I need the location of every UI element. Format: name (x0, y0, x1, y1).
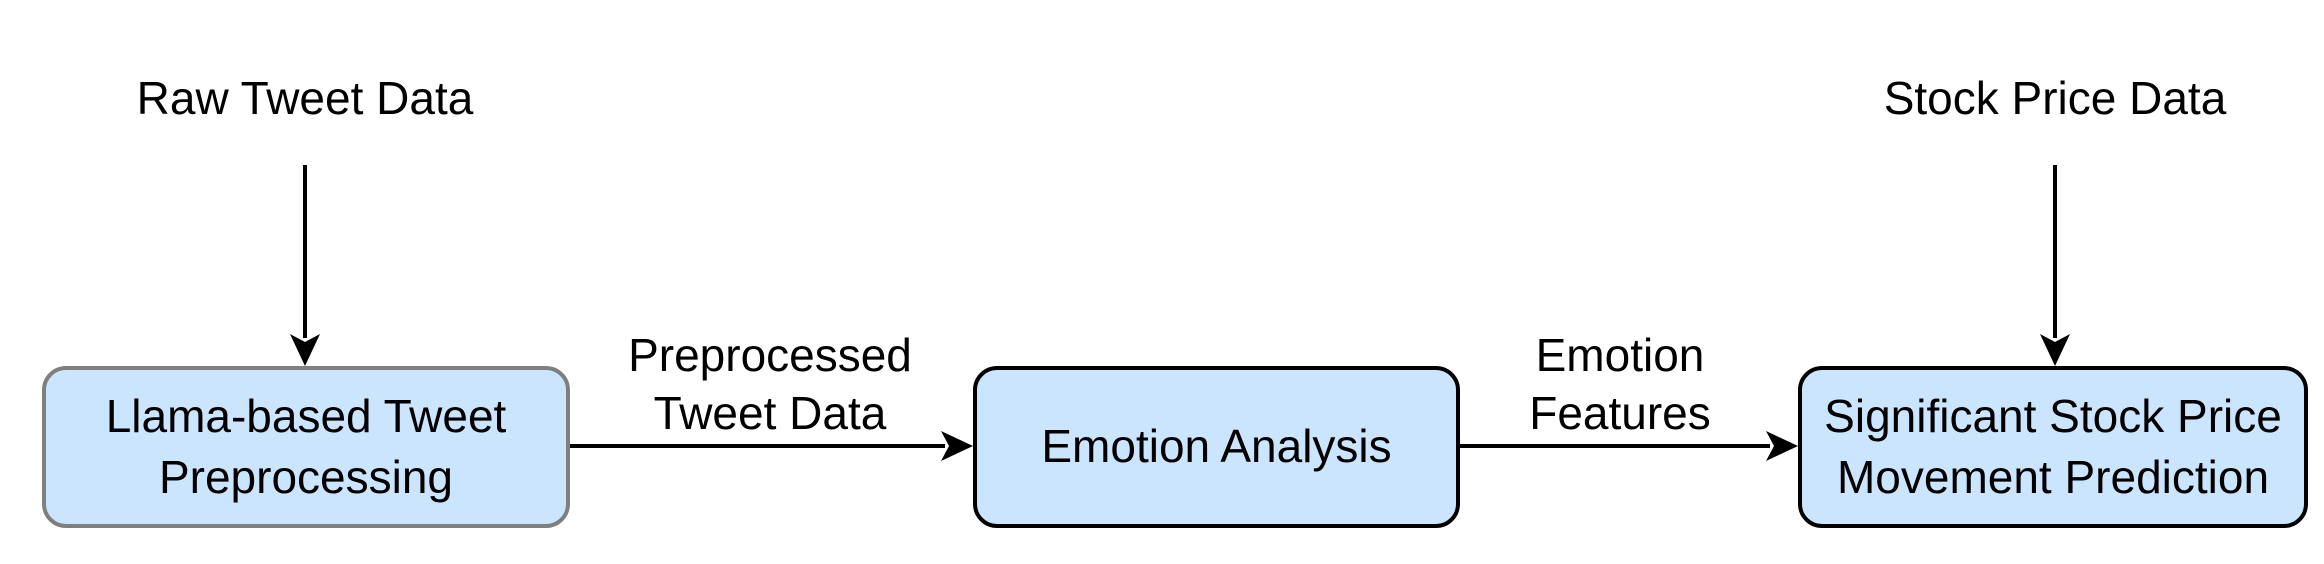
raw-tweet-data-label: Raw Tweet Data (136, 72, 474, 124)
arrow-stock-to-prediction (2040, 165, 2070, 366)
arrow-raw-to-preprocessing (290, 165, 320, 366)
emotion-analysis-node: Emotion Analysis (973, 366, 1460, 528)
arrow-preprocessing-to-emotion (570, 431, 973, 461)
preprocessing-node: Llama-based Tweet Preprocessing (42, 366, 570, 528)
stock-price-data-label: Stock Price Data (1883, 72, 2227, 124)
preprocessed-tweet-data-label: Preprocessed Tweet Data (628, 329, 912, 439)
emotion-features-label: Emotion Features (1529, 329, 1711, 439)
prediction-node: Significant Stock Price Movement Predict… (1798, 366, 2308, 528)
arrow-emotion-to-prediction (1460, 431, 1798, 461)
